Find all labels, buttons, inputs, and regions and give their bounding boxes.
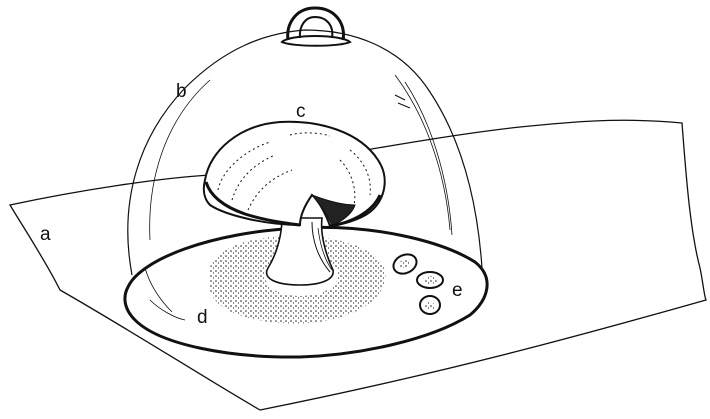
mushroom-cap xyxy=(204,122,385,226)
spore-capsules xyxy=(390,251,443,314)
label-c: c xyxy=(296,101,306,122)
label-e: e xyxy=(452,280,463,301)
label-d: d xyxy=(197,307,208,328)
label-a: a xyxy=(40,224,51,245)
label-b: b xyxy=(176,81,187,102)
